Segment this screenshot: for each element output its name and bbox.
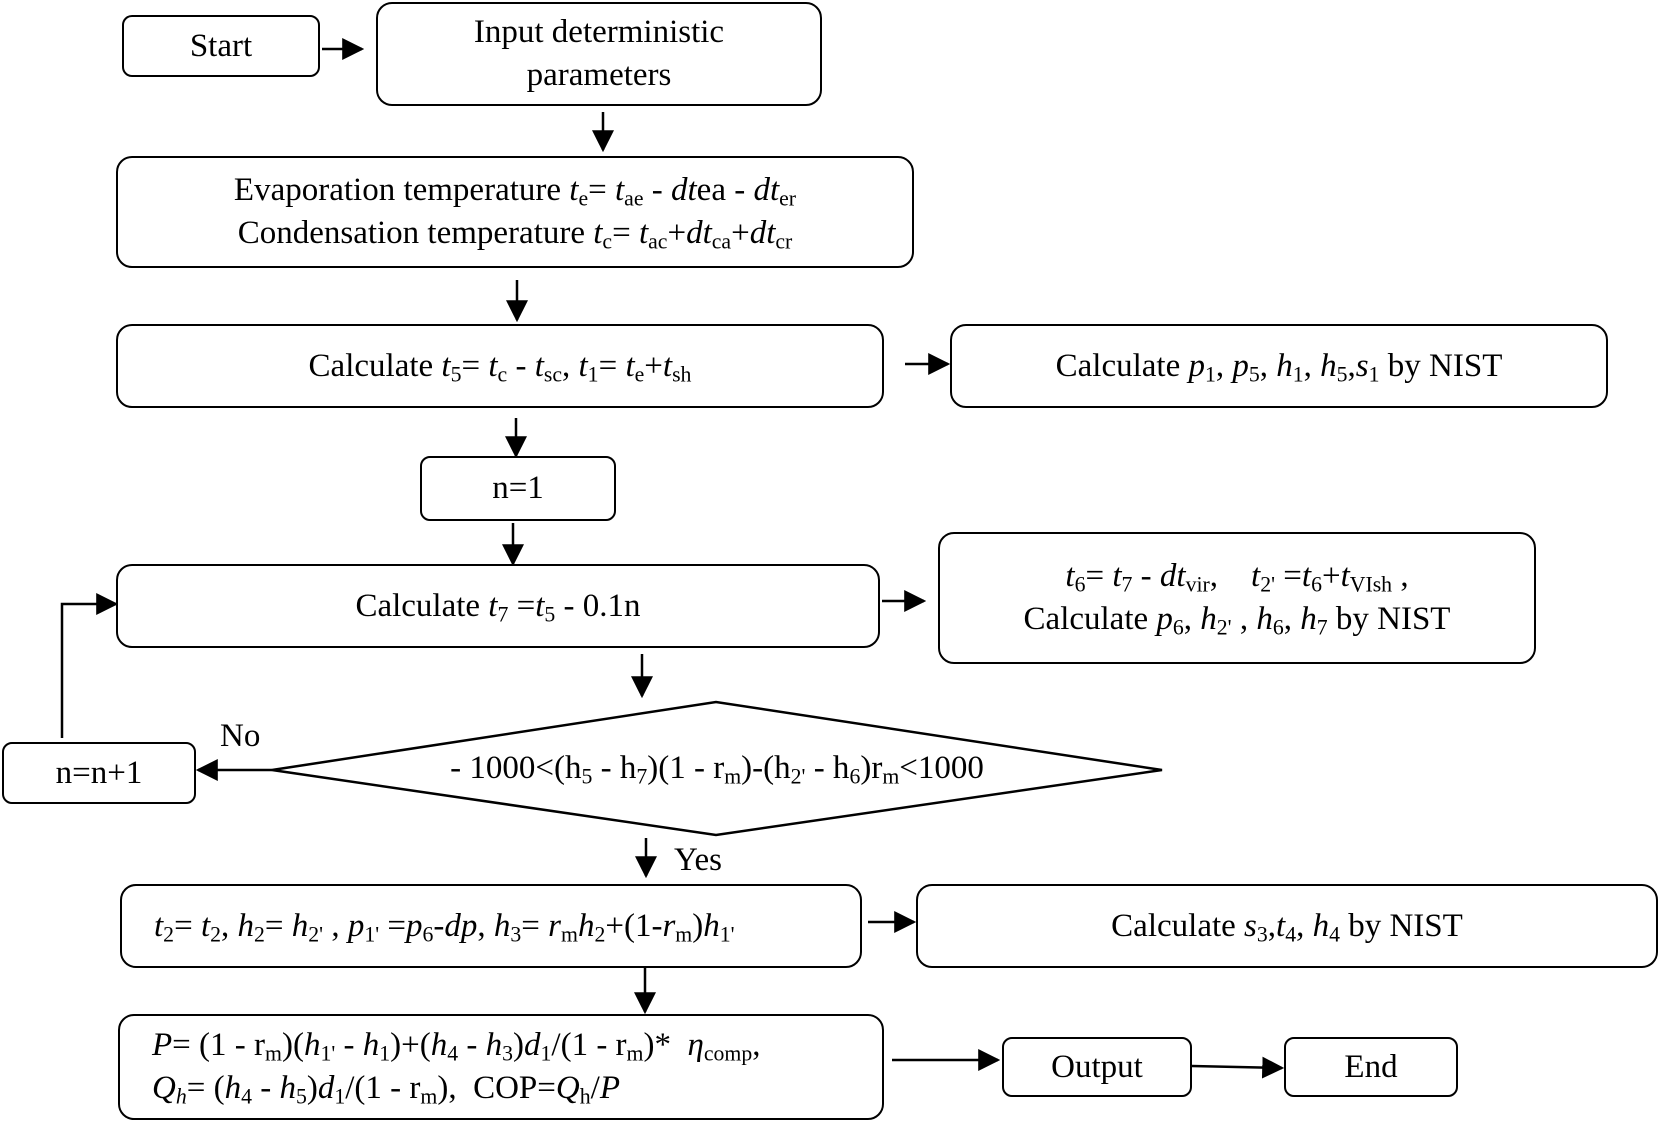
condensation-label: Condensation temperature <box>237 215 585 251</box>
calc-t7-node: Calculate t7 =t5 - 0.1n <box>116 564 880 648</box>
calc-nist-2-node: Calculate s3,t4, h4 by NIST <box>916 884 1658 968</box>
power-cop-node: P= (1 - rm)(h1' - h1)+(h4 - h3)d1/(1 - r… <box>118 1014 884 1120</box>
assign-node: t2= t2, h2= h2' , p1' =p6-dp, h3= rmh2+(… <box>120 884 862 968</box>
n-init-label: n=1 <box>492 470 544 507</box>
calc-t5-t1-text: Calculate t5= tc - tsc, t1= te+tsh <box>308 347 692 386</box>
output-label: Output <box>1051 1048 1143 1085</box>
calc-t6-suffix: by NIST <box>1335 601 1451 637</box>
calc-t5-t1-node: Calculate t5= tc - tsc, t1= te+tsh <box>116 324 884 408</box>
evaporation-label: Evaporation temperature <box>233 172 562 209</box>
temperature-node: Evaporation temperature te= tae - dtea -… <box>116 156 914 268</box>
decision-diamond <box>271 700 1163 837</box>
calc-nist-1-node: Calculate p1, p5, h1, h5,s1 by NIST <box>950 324 1608 408</box>
input-line-1: Input deterministic <box>473 14 725 51</box>
arrow-loop-back <box>60 593 119 738</box>
calc-nist-1-text: Calculate p1, p5, h1, h5,s1 by NIST <box>1055 347 1503 386</box>
cop-line: Qh= (h4 - h5)d1/(1 - rm), COP=Qh/P <box>152 1070 620 1109</box>
arrow-output-to-end <box>1191 1056 1285 1079</box>
start-label: Start <box>189 27 253 64</box>
start-node: Start <box>122 15 320 77</box>
output-node: Output <box>1002 1037 1192 1097</box>
cop-label: COP= <box>473 1070 556 1106</box>
decision-text: - 1000<(h5 - h7)(1 - rm)-(h2' - h6)rm<10… <box>450 750 984 789</box>
calc-t7-text: Calculate t7 =t5 - 0.1n <box>355 587 641 626</box>
evaporation-line: Evaporation temperature te= tae - dtea -… <box>233 172 797 211</box>
no-label: No <box>220 718 261 754</box>
input-line-2: parameters <box>526 57 672 93</box>
input-parameters-node: Input deterministic parameters <box>376 2 822 106</box>
calc-t6-line-2: Calculate p6, h2' , h6, h7 by NIST <box>1023 601 1451 640</box>
power-line: P= (1 - rm)(h1' - h1)+(h4 - h3)d1/(1 - r… <box>152 1027 761 1066</box>
calc-t6-node: t6= t7 - dtvir, t2' =t6+tVIsh , Calculat… <box>938 532 1536 664</box>
n-init-node: n=1 <box>420 456 616 521</box>
calc-nist-1-label: Calculate <box>1055 347 1181 384</box>
assign-text: t2= t2, h2= h2' , p1' =p6-dp, h3= rmh2+(… <box>154 907 735 946</box>
increment-node: n=n+1 <box>2 742 196 804</box>
calc-t5-t1-label: Calculate <box>308 347 434 384</box>
calc-nist-2-suffix: by NIST <box>1348 907 1463 944</box>
decision-tail: <1000 <box>899 750 984 786</box>
decision-lead: - 1000<(h <box>450 750 582 786</box>
condensation-line: Condensation temperature tc= tac+dtca+dt… <box>237 215 793 254</box>
calc-t7-tail: - 0.1n <box>563 587 641 624</box>
increment-label: n=n+1 <box>55 754 143 791</box>
calc-nist-1-suffix: by NIST <box>1387 347 1503 384</box>
yes-label: Yes <box>674 842 723 878</box>
calc-t6-label: Calculate <box>1023 601 1149 637</box>
end-label: End <box>1344 1048 1398 1085</box>
calc-nist-2-label: Calculate <box>1111 907 1236 944</box>
calc-t6-line-1: t6= t7 - dtvir, t2' =t6+tVIsh , <box>1065 558 1409 597</box>
calc-t7-label: Calculate <box>355 587 481 624</box>
end-node: End <box>1284 1037 1458 1097</box>
calc-nist-2-text: Calculate s3,t4, h4 by NIST <box>1111 907 1463 946</box>
